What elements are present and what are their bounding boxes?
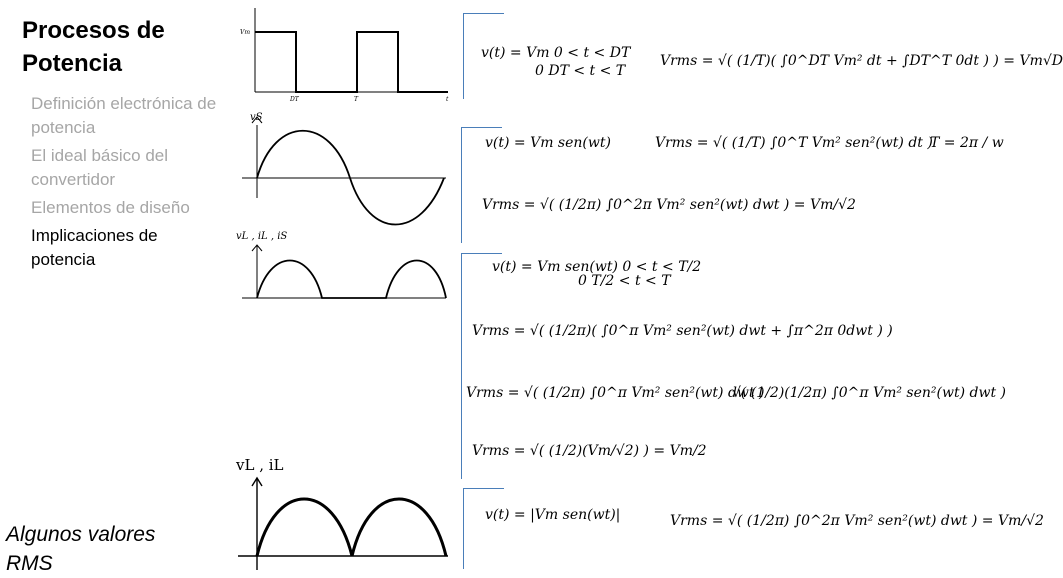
equation-box-square [463, 13, 504, 99]
square-y-label: Vm [240, 29, 250, 36]
half-wave-plot [242, 244, 447, 299]
full-wave-plot [238, 476, 448, 570]
sine-wave-plot [242, 116, 446, 226]
equation-box-full [463, 488, 504, 569]
square-wave-plot [254, 8, 448, 93]
square-v-def-line2: 0 DT < t < T [535, 63, 626, 79]
section-list: Definición electrónica de potencia El id… [31, 92, 221, 276]
equation-box-sine [461, 127, 502, 243]
half-v-def-line1: v(t) = Vm sen(wt) 0 < t < T/2 [492, 259, 702, 275]
section-item-definicion[interactable]: Definición electrónica de potencia [31, 94, 217, 137]
square-tick-dt: DT [289, 96, 300, 103]
half-y-label: vL , iL , iS [236, 231, 287, 242]
slide-title: Procesos de Potencia [22, 17, 165, 77]
equation-box-half [461, 253, 502, 479]
sine-vrms-2: Vrms = √( (1/2π) ∫0^2π Vm² sen²(wt) dwt … [482, 197, 856, 213]
sine-period: T = 2π / w [930, 135, 1004, 151]
section-item-elementos[interactable]: Elementos de diseño [31, 198, 190, 217]
footer-title: Algunos valores RMS [6, 523, 156, 575]
square-tick-t: T [354, 96, 359, 103]
full-y-label: vL , iL [235, 456, 284, 474]
half-vrms-2a: Vrms = √( (1/2π) ∫0^π Vm² sen²(wt) dwt ) [466, 385, 765, 401]
sine-y-label: vS [250, 112, 263, 123]
square-v-def-line1: v(t) = Vm 0 < t < DT [481, 45, 631, 61]
full-vrms: Vrms = √( (1/2π) ∫0^2π Vm² sen²(wt) dwt … [670, 513, 1044, 529]
full-v-def: v(t) = |Vm sen(wt)| [485, 507, 621, 523]
half-vrms-1: Vrms = √( (1/2π)( ∫0^π Vm² sen²(wt) dwt … [472, 323, 893, 339]
waveform-plots: Vm DT T t vS vL , iL , iS vL , iL [235, 8, 449, 570]
section-item-ideal-basico[interactable]: El ideal básico del convertidor [31, 146, 169, 189]
square-vrms-equation: Vrms = √( (1/T)( ∫0^DT Vm² dt + ∫DT^T 0d… [660, 53, 1063, 69]
half-vrms-3: Vrms = √( (1/2)(Vm/√2) ) = Vm/2 [472, 443, 707, 459]
sine-vrms-1: Vrms = √( (1/T) ∫0^T Vm² sen²(wt) dt ) [655, 135, 933, 151]
sine-v-def: v(t) = Vm sen(wt) [485, 135, 611, 151]
square-x-label: t [446, 96, 449, 103]
half-vrms-2b: √( (1/2)(1/2π) ∫0^π Vm² sen²(wt) dwt ) [732, 385, 1006, 401]
half-v-def-line2: 0 T/2 < t < T [578, 273, 671, 289]
section-item-implicaciones[interactable]: Implicaciones de potencia [31, 226, 158, 269]
